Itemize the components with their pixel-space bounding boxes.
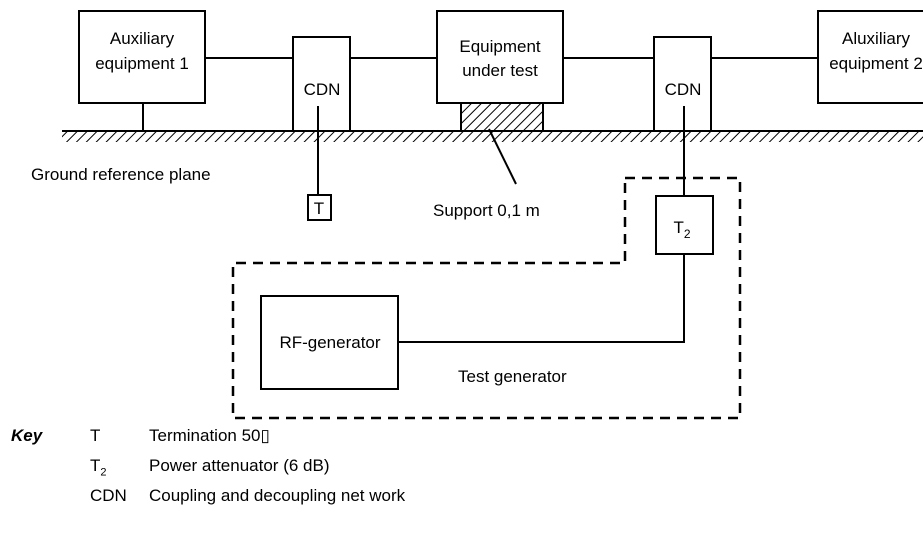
key-row-3-symbol: CDN bbox=[90, 486, 127, 505]
key-heading: Key bbox=[11, 426, 43, 445]
key-row-2-symbol: T2 bbox=[90, 456, 107, 479]
equipment-under-test-box bbox=[436, 10, 564, 104]
cdn-right-label: CDN bbox=[665, 80, 702, 99]
support-label: Support 0,1 m bbox=[433, 201, 540, 220]
support-block bbox=[460, 102, 544, 132]
eut-label-line2: under test bbox=[462, 61, 538, 80]
auxiliary-equipment-2-box bbox=[817, 10, 923, 104]
key-row-2-description: Power attenuator (6 dB) bbox=[149, 456, 330, 475]
cdn-right-box bbox=[653, 36, 712, 132]
rf-generator-label: RF-generator bbox=[279, 333, 380, 352]
support-pointer bbox=[488, 128, 517, 185]
power-attenuator-t2-box bbox=[655, 195, 714, 255]
test-generator-label: Test generator bbox=[458, 367, 567, 386]
aux1-label-line2: equipment 1 bbox=[95, 54, 189, 73]
key-row-1-description: Termination 50▯ bbox=[149, 426, 270, 445]
cdn-left-label: CDN bbox=[304, 80, 341, 99]
auxiliary-equipment-1-box bbox=[78, 10, 206, 104]
eut-label-line1: Equipment bbox=[459, 37, 541, 56]
ground-reference-plane-label: Ground reference plane bbox=[31, 165, 211, 184]
termination-box bbox=[307, 194, 332, 221]
key-row-3-description: Coupling and decoupling net work bbox=[149, 486, 406, 505]
cable-rfgen-t2 bbox=[398, 254, 685, 343]
key-row-1-symbol: T bbox=[90, 426, 101, 445]
termination-label: T bbox=[314, 199, 324, 218]
cdn-left-box bbox=[292, 36, 351, 132]
aux2-label-line2: equipment 2 bbox=[829, 54, 923, 73]
t2-label: T2 bbox=[673, 218, 690, 241]
aux2-label-line1: Aluxiliary bbox=[842, 29, 911, 48]
aux1-label-line1: Auxiliary bbox=[110, 29, 175, 48]
